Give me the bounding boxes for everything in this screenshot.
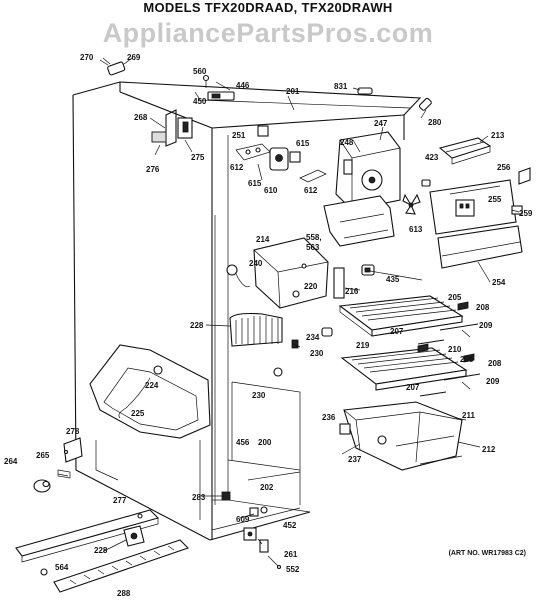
part-label: 248 [340, 138, 354, 147]
watermark: AppliancePartsPros.com [102, 18, 434, 48]
rear-control-box [226, 237, 375, 309]
part-label: 275 [191, 153, 205, 162]
part-label: 259 [519, 209, 533, 218]
part-label: 831 [334, 82, 348, 91]
part-label: 456 [236, 438, 250, 447]
part-label: 423 [425, 153, 439, 162]
part-label: 211 [462, 411, 475, 420]
part-label: 288 [117, 589, 131, 598]
models-title: MODELS TFX20DRAAD, TFX20DRAWH [143, 0, 393, 15]
top-parts [99, 57, 432, 111]
part-label: 237 [348, 455, 362, 464]
part-label: 230 [252, 391, 266, 400]
control-parts [235, 125, 327, 183]
light-switch-parts [149, 109, 193, 156]
part-label: 228 [94, 546, 108, 555]
part-label: 200 [258, 438, 272, 447]
part-label: 207 [406, 383, 420, 392]
part-label: 236 [322, 413, 336, 422]
crisper-bin [339, 401, 463, 471]
part-label: 207 [390, 327, 404, 336]
part-label: 208 [488, 359, 502, 368]
part-label: 612 [230, 163, 244, 172]
part-label: 224 [145, 381, 159, 390]
part-label: 202 [260, 483, 274, 492]
part-label: 230 [310, 349, 324, 358]
part-label: 213 [491, 131, 505, 140]
part-label: 278 [66, 427, 80, 436]
part-labels: 270 269 560 446 450 201 831 268 275 276 … [4, 53, 533, 598]
part-label: 552 [286, 565, 300, 574]
condenser-coil [229, 312, 333, 377]
part-label: 240 [249, 259, 263, 268]
part-label: 435 [386, 275, 400, 284]
base-grille [15, 509, 190, 593]
part-label: 265 [36, 451, 50, 460]
part-label: 280 [428, 118, 442, 127]
part-label: 256 [497, 163, 511, 172]
crisper-cover [89, 344, 211, 439]
part-label: 212 [482, 445, 496, 454]
part-label: 216 [345, 287, 359, 296]
part-label: 270 [80, 53, 94, 62]
part-label: 269 [127, 53, 141, 62]
part-label: 560 [193, 67, 207, 76]
part-label: 610 [264, 186, 278, 195]
part-label: 615 [248, 179, 262, 188]
part-label: 452 [283, 521, 297, 530]
part-label: 209 [479, 321, 493, 330]
part-label: 228 [190, 321, 204, 330]
part-label: 450 [193, 97, 207, 106]
part-label: 225 [131, 409, 145, 418]
part-label: 276 [146, 165, 160, 174]
part-label: 255 [488, 195, 502, 204]
leader-lines [102, 57, 520, 552]
part-label: 612 [304, 186, 318, 195]
hinge-and-roller [33, 437, 83, 493]
part-label: 210 [448, 345, 462, 354]
evaporator-cover [323, 131, 421, 247]
part-label: 277 [113, 496, 127, 505]
part-label: 201 [286, 87, 300, 96]
shelves [338, 295, 481, 397]
part-label: 206 [460, 355, 474, 364]
part-label: 214 [256, 235, 270, 244]
part-label: 234 [306, 333, 320, 342]
icemaker-and-panels [421, 137, 531, 269]
part-label: 558, [306, 233, 322, 242]
part-label: 283 [192, 493, 206, 502]
part-label: 254 [492, 278, 506, 287]
part-label: 563 [306, 243, 320, 252]
part-label: 268 [134, 113, 148, 122]
part-label: 251 [232, 131, 246, 140]
art-number: (ART NO. WR17983 C2) [448, 550, 526, 557]
part-label: 261 [284, 550, 298, 559]
part-label: 208 [476, 303, 490, 312]
lower-interior [231, 381, 301, 481]
part-label: 264 [4, 457, 18, 466]
part-label: 220 [304, 282, 318, 291]
part-label: 613 [409, 225, 423, 234]
part-label: 219 [356, 341, 370, 350]
part-label: 205 [448, 293, 462, 302]
part-label: 609 [236, 515, 250, 524]
part-label: 209 [486, 377, 500, 386]
part-label: 247 [374, 119, 388, 128]
part-label: 446 [236, 81, 250, 90]
part-label: 615 [296, 139, 310, 148]
part-label: 564 [55, 563, 69, 572]
